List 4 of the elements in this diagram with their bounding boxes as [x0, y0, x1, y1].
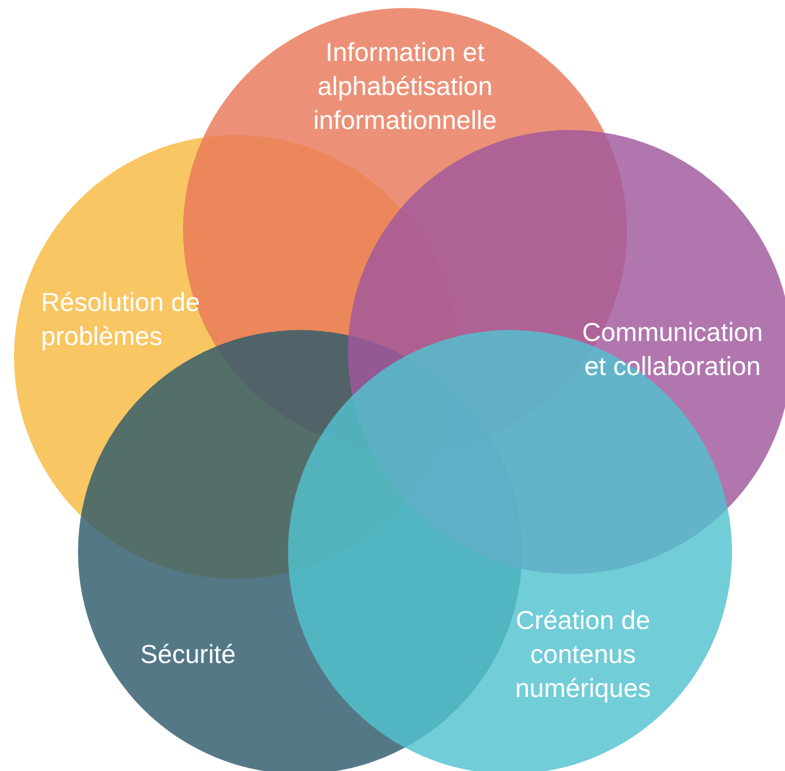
circle-label: Sécurité — [139, 638, 237, 671]
circle-label: Création de contenus numériques — [514, 604, 652, 705]
circle-label: Information et alphabétisation informationnelle — [312, 36, 498, 137]
circle-label: Résolution de problèmes — [41, 286, 201, 353]
